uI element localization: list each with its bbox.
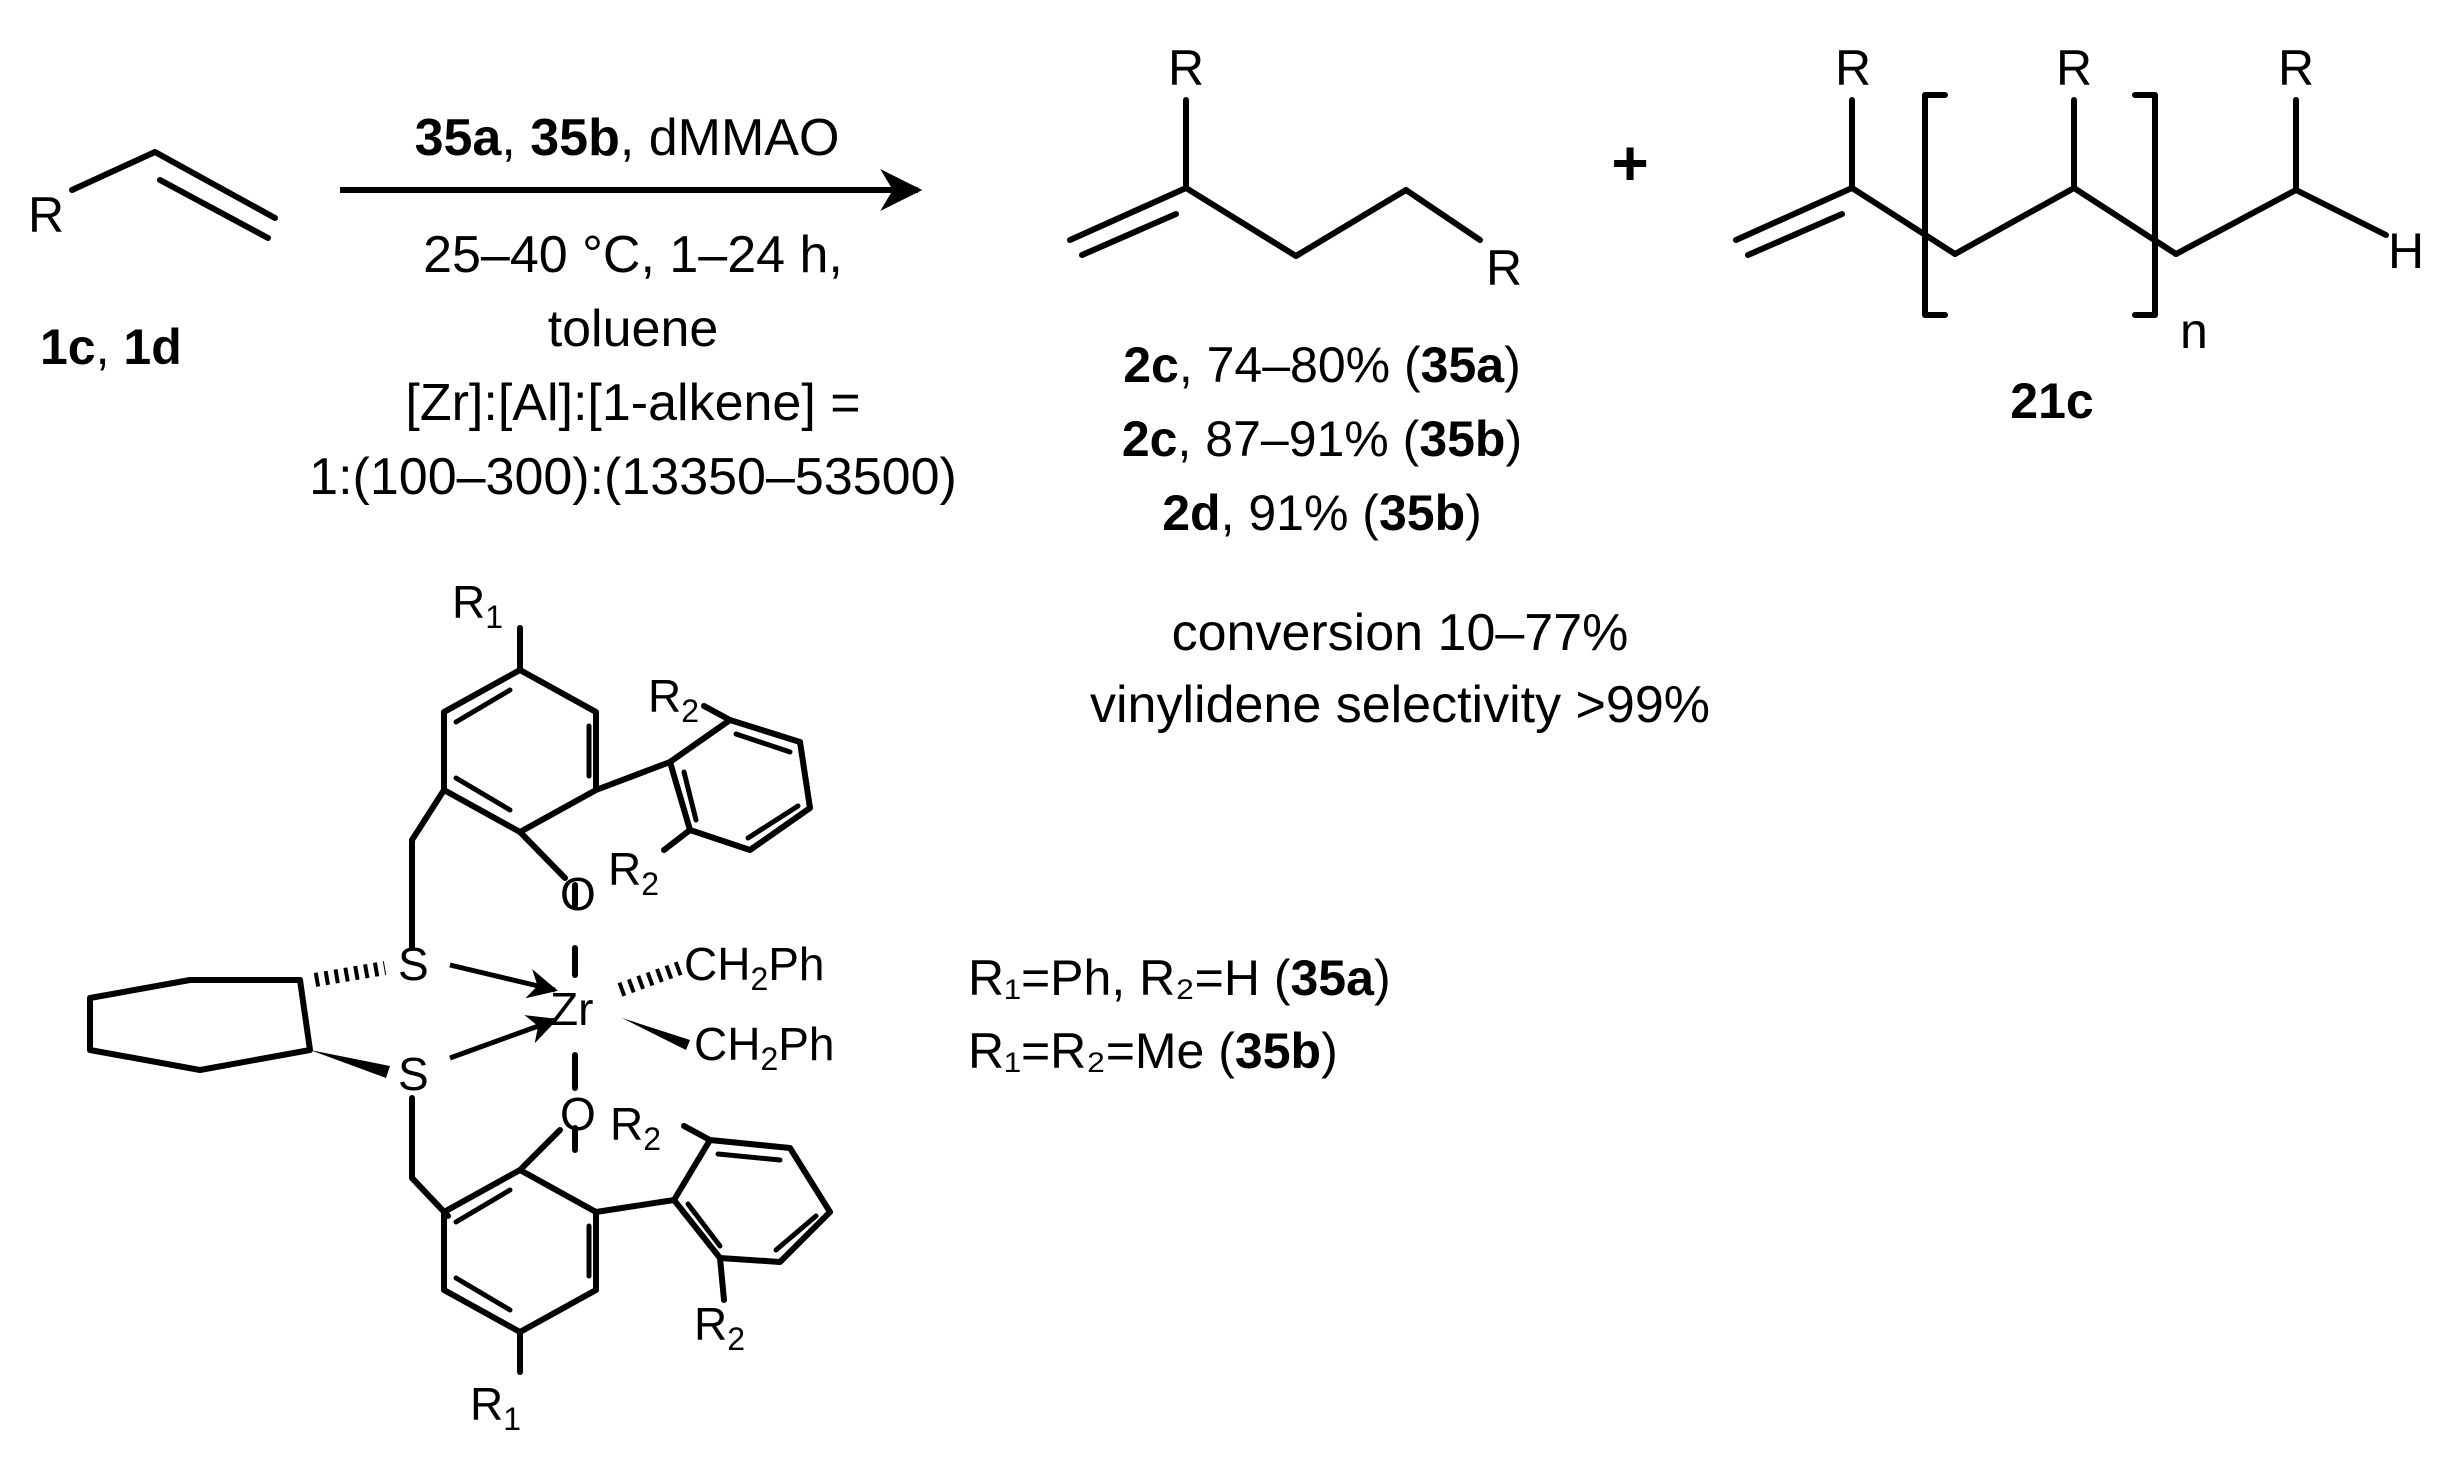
catalyst-r2-lower-1: R2 xyxy=(610,1098,661,1157)
catalyst-benzyl-2: CH2Ph xyxy=(694,1018,835,1077)
catalyst-structure: R1 R2 R2 O S Zr CH2Ph CH2Ph S O R2 R2 R1 xyxy=(87,576,835,1437)
catalyst-r2-upper-1: R2 xyxy=(648,670,699,729)
catalyst-upper-aryl xyxy=(409,625,673,941)
catalyst-lower-biaryl xyxy=(671,1123,833,1303)
yield-line-1: 2c, 74–80% (35a) xyxy=(1123,337,1521,393)
dimer-r-atom-top: R xyxy=(1168,40,1204,96)
repeat-subscript-n: n xyxy=(2180,303,2208,359)
conditions-line-1: 25–40 °C, 1–24 h, xyxy=(423,226,843,284)
oligomer-label: 21c xyxy=(2010,373,2093,429)
plus-sign: + xyxy=(1611,127,1648,199)
yield-line-2: 2c, 87–91% (35b) xyxy=(1122,411,1522,467)
substrate-label: 1c, 1d xyxy=(40,319,182,375)
catalyst-zr: Zr xyxy=(550,983,593,1035)
zr-benzyl-hash-bond xyxy=(617,961,683,997)
product-vinylidene-dimer: R R xyxy=(1067,40,1522,296)
catalyst-lower-aryl xyxy=(441,1127,677,1375)
s-zr-dative-arrow-bottom xyxy=(449,1015,558,1061)
catalyst-o-lower: O xyxy=(560,1088,596,1140)
substrate-alkene: R xyxy=(28,149,278,243)
catalyst-r2-upper-2: R2 xyxy=(608,843,659,902)
substrate-r-atom: R xyxy=(28,187,64,243)
conditions-line-4: 1:(100–300):(13350–53500) xyxy=(309,448,957,506)
catalyst-cyclohexane xyxy=(87,961,390,1078)
catalyst-r1-top: R1 xyxy=(452,576,503,635)
conversion-text: conversion 10–77% xyxy=(1172,604,1629,662)
catalyst-r1-bottom: R1 xyxy=(470,1378,521,1437)
catalyst-o-upper: O xyxy=(560,868,596,920)
reagents-above-arrow: 35a, 35b, dMMAO xyxy=(415,109,840,167)
selectivity-text: vinylidene selectivity >99% xyxy=(1090,676,1710,734)
zr-benzyl-wedge-bond xyxy=(622,1018,690,1050)
s-zr-dative-arrow-top xyxy=(449,962,558,999)
catalyst-r2-lower-2: R2 xyxy=(694,1298,745,1357)
yield-line-3: 2d, 91% (35b) xyxy=(1162,485,1482,541)
conditions-line-3: [Zr]:[Al]:[1-alkene] = xyxy=(405,374,860,432)
catalyst-s-lower: S xyxy=(398,1048,429,1100)
conditions-line-2: toluene xyxy=(548,300,719,358)
product-oligomer: R R R H n xyxy=(1733,40,2424,359)
catalyst-variant-35b: R₁=R₂=Me (35b) xyxy=(968,1023,1338,1079)
oligomer-r-atom-3: R xyxy=(2278,40,2314,96)
catalyst-upper-biaryl xyxy=(661,703,813,853)
oligomer-r-atom-2: R xyxy=(2056,40,2092,96)
catalyst-variant-35a: R₁=Ph, R₂=H (35a) xyxy=(968,950,1391,1006)
dimer-r-atom-end: R xyxy=(1486,240,1522,296)
oligomer-h-atom: H xyxy=(2388,223,2424,279)
oligomer-r-atom-1: R xyxy=(1835,40,1871,96)
catalyst-s-upper: S xyxy=(398,938,429,990)
catalyst-benzyl-1: CH2Ph xyxy=(684,938,825,997)
